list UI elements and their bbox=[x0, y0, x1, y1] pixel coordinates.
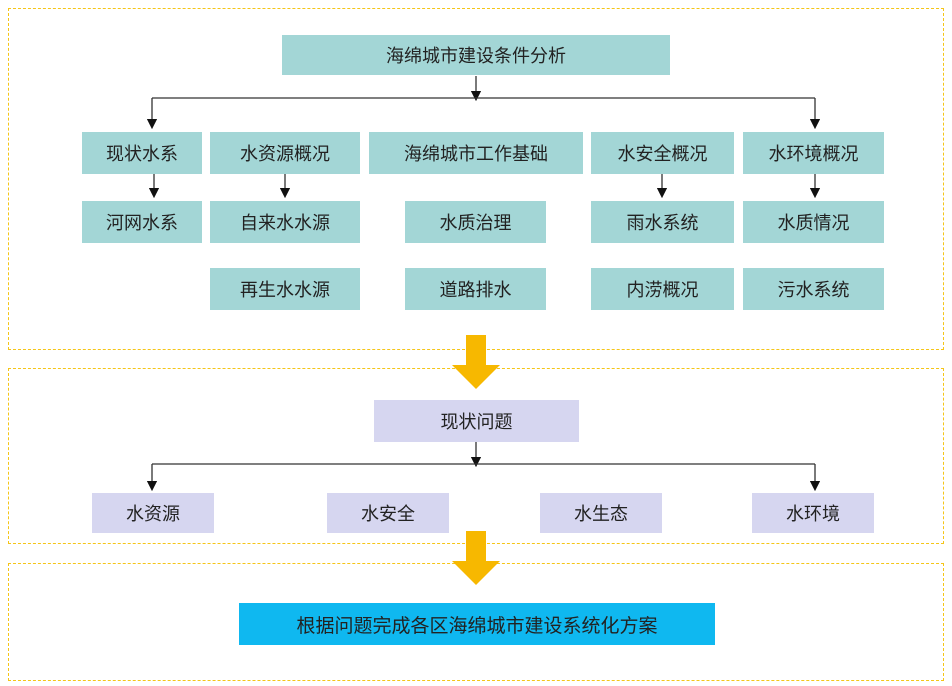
item-waterlogging: 内涝概况 bbox=[591, 268, 734, 310]
item-sewage-system: 污水系统 bbox=[743, 268, 884, 310]
problem-water-environment: 水环境 bbox=[752, 493, 874, 533]
column-header-water-environment: 水环境概况 bbox=[743, 132, 884, 174]
column-header-water-system: 现状水系 bbox=[82, 132, 202, 174]
item-road-drainage: 道路排水 bbox=[405, 268, 546, 310]
column-header-water-resources: 水资源概况 bbox=[210, 132, 360, 174]
column-header-water-safety: 水安全概况 bbox=[591, 132, 734, 174]
item-rainwater-system: 雨水系统 bbox=[591, 201, 734, 243]
item-reclaimed-water-source: 再生水水源 bbox=[210, 268, 360, 310]
item-tap-water-source: 自来水水源 bbox=[210, 201, 360, 243]
plan-title: 根据问题完成各区海绵城市建设系统化方案 bbox=[239, 603, 715, 645]
item-water-quality-treatment: 水质治理 bbox=[405, 201, 546, 243]
problem-water-resources: 水资源 bbox=[92, 493, 214, 533]
item-river-network: 河网水系 bbox=[82, 201, 202, 243]
problems-title: 现状问题 bbox=[374, 400, 579, 442]
item-water-quality-status: 水质情况 bbox=[743, 201, 884, 243]
problem-water-ecology: 水生态 bbox=[540, 493, 662, 533]
column-header-sponge-basis: 海绵城市工作基础 bbox=[369, 132, 583, 174]
problem-water-safety: 水安全 bbox=[327, 493, 449, 533]
conditions-title: 海绵城市建设条件分析 bbox=[282, 35, 670, 75]
